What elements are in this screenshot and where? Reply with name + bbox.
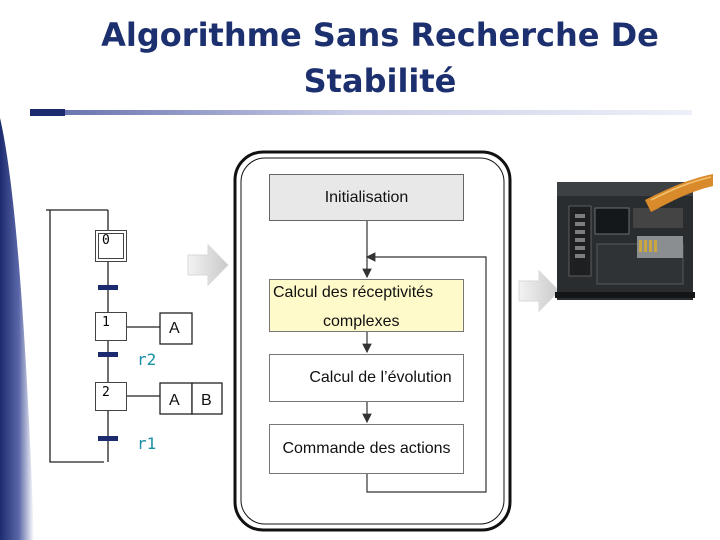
- transition-bar: [98, 285, 118, 290]
- grafcet-step-2: 2: [95, 382, 127, 411]
- transition-label-r2: r2: [137, 350, 157, 369]
- transition-bar: [98, 352, 118, 357]
- plc-device-image: [555, 174, 713, 300]
- transition-bar: [98, 436, 118, 441]
- initialisation-box: Initialisation: [269, 174, 464, 221]
- transition-label-r1: r1: [137, 434, 157, 453]
- grafcet-step-1: 1: [95, 312, 127, 341]
- grafcet-step-0: 0: [95, 230, 127, 262]
- grey-arrow-left: [187, 243, 229, 287]
- evolution-box: Calcul de l’évolution: [269, 354, 464, 402]
- action-label: A: [169, 320, 180, 337]
- commande-box: Commande des actions: [269, 424, 464, 474]
- action-label: A: [169, 392, 180, 409]
- slide-title: Algorithme Sans Recherche De Stabilité: [101, 16, 659, 100]
- grey-arrow-right: [518, 269, 560, 313]
- decorative-swoosh: [0, 118, 34, 540]
- action-label: B: [201, 392, 212, 409]
- receptivity-box: Calcul des réceptivités complexes: [269, 279, 464, 332]
- title-underline: [30, 109, 692, 116]
